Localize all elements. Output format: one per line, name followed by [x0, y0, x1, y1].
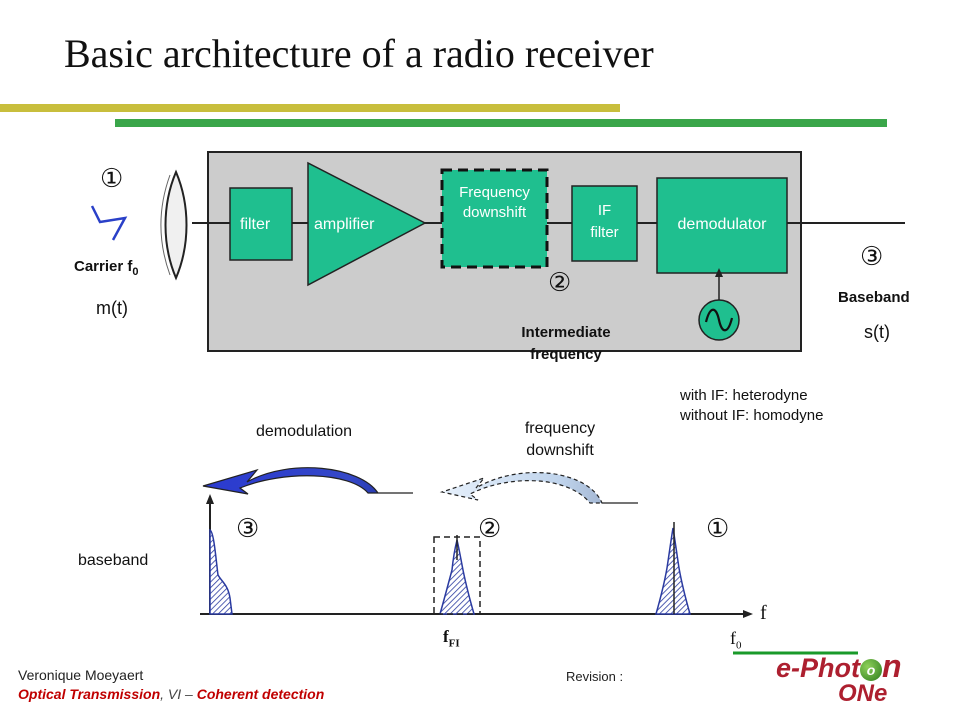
frequency-downshift-line2: downshift [462, 204, 527, 221]
f-fi-text: f [443, 627, 449, 646]
ephoton-logo-one: ONe [838, 680, 888, 707]
logo-text-n: n [882, 648, 902, 684]
amplifier-label: amplifier [314, 216, 375, 233]
marker-1-top: ① [100, 164, 124, 194]
intermediate-line2: frequency [530, 346, 602, 363]
title-underline-green [115, 119, 887, 127]
logo-text-1: e-Phot [776, 653, 860, 683]
globe-icon: o [860, 658, 882, 681]
f0-label: f0 [730, 628, 742, 652]
note-homodyne: without IF: homodyne [680, 407, 824, 424]
footer-revision: Revision : [566, 669, 624, 684]
carrier-text: Carrier f [74, 258, 133, 275]
frequency-downshift-caption-line1: frequency [524, 420, 596, 437]
marker-2-spectrum: ② [478, 514, 502, 544]
if-filter-block [571, 185, 638, 262]
footer-course-section: , VI – [160, 686, 197, 702]
footer-course-title: Optical Transmission [18, 686, 161, 702]
frequency-downshift-arrow [439, 471, 638, 504]
baseband-label-top: Baseband [838, 289, 910, 306]
filter-block [229, 187, 293, 261]
frequency-downshift-caption-line2: downshift [526, 442, 594, 459]
if-filter-line2: filter [590, 224, 619, 241]
demodulator-label: demodulator [677, 216, 767, 233]
carrier-label: Carrier f0 [74, 258, 138, 278]
amplifier-block [307, 161, 427, 287]
baseband-spectrum [209, 528, 233, 615]
frequency-downshift-line1: Frequency [459, 184, 530, 201]
carrier-spectrum [655, 527, 691, 615]
footer-course: Optical Transmission, VI – Coherent dete… [18, 686, 324, 702]
demodulation-label: demodulation [256, 423, 353, 440]
marker-2-top: ② [548, 268, 572, 298]
filter-label: filter [240, 216, 271, 233]
note-heterodyne: with IF: heterodyne [680, 387, 808, 404]
f0-subscript: 0 [736, 639, 742, 652]
marker-3-spectrum: ③ [236, 514, 260, 544]
marker-3-top: ③ [860, 242, 884, 272]
title-underline-olive [0, 104, 620, 112]
demodulation-arrow [202, 467, 413, 495]
frequency-axis-label: f [760, 602, 767, 624]
baseband-axis-label: baseband [78, 552, 149, 569]
if-filter-line1: IF [597, 202, 612, 219]
slide-title: Basic architecture of a radio receiver [64, 31, 654, 76]
if-filter-label: IF filter [572, 200, 637, 244]
f-fi-label: fFI [443, 627, 460, 649]
intermediate-frequency-label: Intermediate frequency [506, 322, 626, 366]
frequency-downshift-label: Frequency downshift [442, 183, 547, 223]
output-signal-label: s(t) [864, 322, 890, 342]
footer-course-topic: Coherent detection [196, 686, 325, 702]
f0-text: f [730, 628, 736, 648]
antenna-icon [164, 169, 188, 281]
carrier-subscript: 0 [132, 266, 139, 278]
marker-1-spectrum: ① [706, 514, 730, 544]
demodulator-block [656, 177, 788, 274]
intermediate-line1: Intermediate [521, 324, 611, 341]
input-signal-label: m(t) [96, 298, 128, 318]
f-fi-subscript: FI [448, 637, 460, 650]
architecture-notes: with IF: heterodyne without IF: homodyne [680, 386, 823, 426]
frequency-downshift-block [440, 168, 549, 269]
wave-icon [90, 205, 128, 241]
frequency-downshift-caption: frequency downshift [500, 418, 620, 462]
footer-author: Veronique Moeyaert [18, 667, 144, 683]
